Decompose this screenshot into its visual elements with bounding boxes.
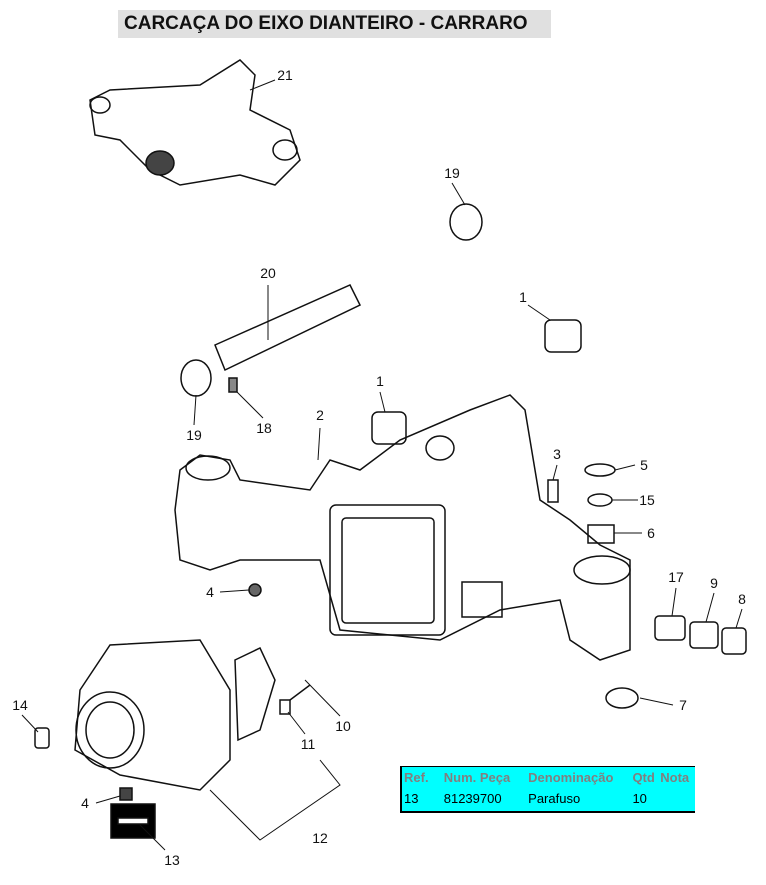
callout-7: 7: [679, 697, 687, 713]
callout-15: 15: [639, 492, 655, 508]
callout-20: 20: [260, 265, 276, 281]
table-row: 13 81239700 Parafuso 10: [402, 788, 695, 809]
callout-11: 11: [300, 736, 316, 752]
callout-1: 1: [519, 289, 527, 305]
header-ref: Ref.: [404, 770, 429, 785]
cell-qty: 10: [632, 791, 647, 806]
callout-2: 2: [316, 407, 324, 423]
callout-17: 17: [668, 569, 684, 585]
callout-10: 10: [335, 718, 351, 734]
callout-14: 14: [12, 697, 28, 713]
assembled-axle-thumbnail: [89, 59, 301, 186]
cell-description: Parafuso: [528, 791, 581, 806]
callout-4: 4: [206, 584, 214, 600]
cell-ref: 13: [404, 791, 419, 806]
differential-cover: [34, 639, 311, 839]
pin-and-bushings: [180, 203, 582, 445]
table-header: Ref. Num. Peça Denominação Qtd Nota: [402, 767, 695, 788]
callout-1: 1: [376, 373, 384, 389]
callout-19: 19: [444, 165, 460, 181]
diagram-title: CARCAÇA DO EIXO DIANTEIRO - CARRARO: [118, 10, 551, 38]
callout-18: 18: [256, 420, 272, 436]
part-info-table: Ref. Num. Peça Denominação Qtd Nota 13 8…: [400, 766, 695, 813]
callout-6: 6: [647, 525, 655, 541]
header-description: Denominação: [528, 770, 614, 785]
callout-9: 9: [710, 575, 718, 591]
callout-21: 21: [277, 67, 293, 83]
callout-4: 4: [81, 795, 89, 811]
cell-part-number: 81239700: [443, 791, 502, 806]
header-note: Nota: [660, 770, 690, 785]
right-side-parts: [248, 463, 747, 709]
main-axle-housing: [174, 394, 631, 661]
header-qty: Qtd: [632, 770, 655, 785]
header-part-number: Num. Peça: [443, 770, 511, 785]
callout-8: 8: [738, 591, 746, 607]
callout-12: 12: [312, 830, 328, 846]
callout-3: 3: [553, 446, 561, 462]
callout-13: 13: [164, 852, 180, 868]
callout-5: 5: [640, 457, 648, 473]
leader-lines: [21, 79, 743, 851]
callout-19: 19: [186, 427, 202, 443]
